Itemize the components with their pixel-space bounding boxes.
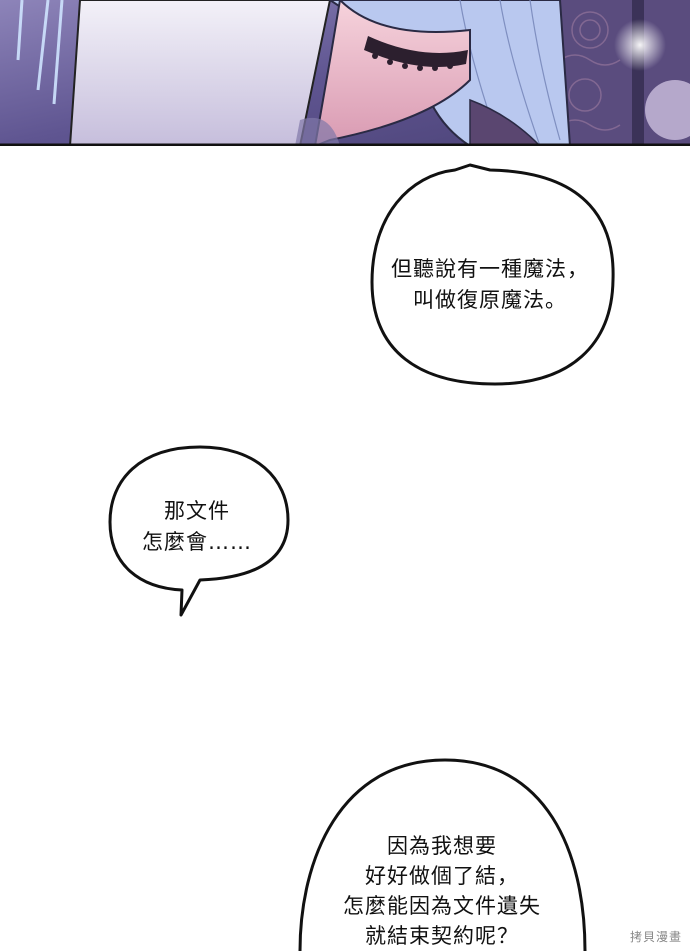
bubble-2-text: 那文件 怎麼會…… (142, 499, 252, 554)
watermark-text: 拷貝漫畫 (629, 930, 682, 944)
document (68, 0, 332, 146)
ornate-background (559, 0, 690, 146)
bubble-1-text: 但聽說有一種魔法， 叫做復原魔法。 (391, 257, 589, 312)
manga-panel-illustration (0, 0, 690, 146)
speed-lines (16, 0, 64, 105)
bubble-3-text: 因為我想要 好好做個了結， 怎麼能因為文件遺失 就結束契約呢？ (343, 834, 541, 948)
neck (313, 0, 471, 146)
